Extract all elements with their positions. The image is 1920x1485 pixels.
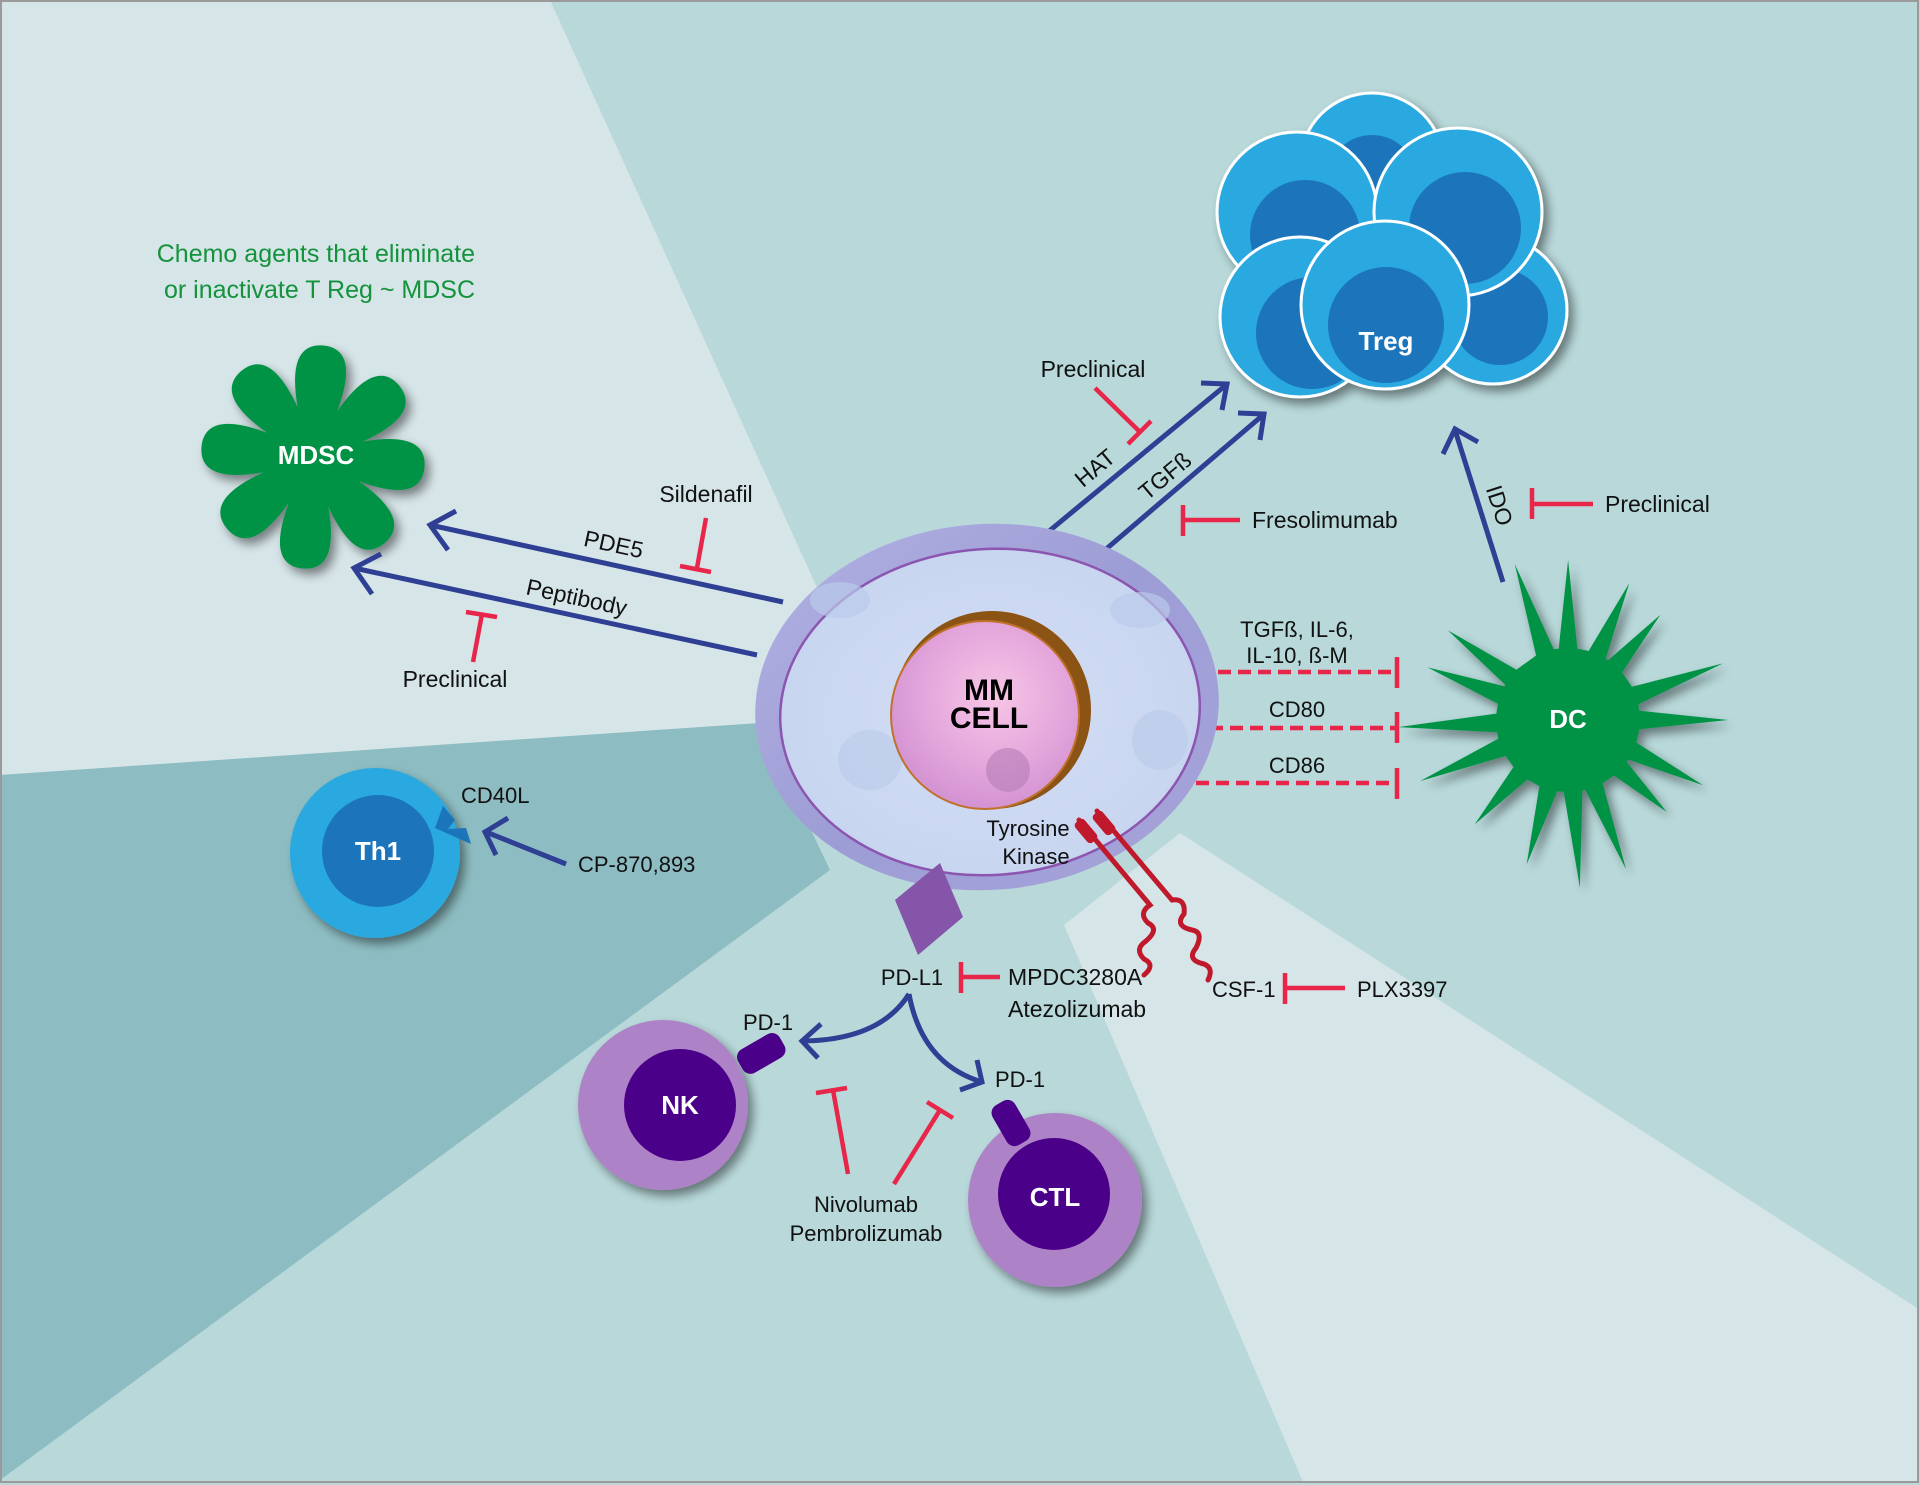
mm-cytoplasm-highlight (1132, 710, 1188, 770)
plx3397-label: PLX3397 (1357, 977, 1448, 1002)
pde5-arrowhead (426, 508, 458, 552)
chemo-note: Chemo agents that eliminate or inactivat… (157, 240, 475, 304)
ctl-nucleus (998, 1138, 1110, 1250)
mm-cell[interactable]: MM CELL (743, 508, 1231, 905)
cp870893-arrow (485, 829, 567, 867)
th1-cell[interactable] (290, 768, 460, 938)
hat-arrow (1046, 383, 1228, 534)
bg-wedge-bottom-right (1064, 833, 1917, 1482)
pdl1-to-nk-arrowhead (798, 1022, 823, 1060)
th1-nucleus (322, 795, 434, 907)
sildenafil-label: Sildenafil (659, 481, 752, 507)
pdl1-to-ctl-arrow (906, 993, 983, 1085)
ido-arrowhead (1440, 425, 1480, 456)
ctl-pd1-label: PD-1 (995, 1067, 1045, 1092)
hat-arrowhead (1200, 380, 1231, 411)
ctl-cell[interactable] (968, 1113, 1142, 1287)
hat-inhibitor-stem (1093, 386, 1142, 434)
pd1-inhibitors: Nivolumab Pembrolizumab (790, 1085, 955, 1246)
bg-wedge-left-dark (0, 723, 830, 1480)
ctl-pd1-receptor-icon (991, 1099, 1031, 1147)
peptibody-arrow (353, 565, 758, 658)
ctl-label: CTL (1030, 1182, 1081, 1212)
tgfb-il6-label-line1: TGFß, IL-6, (1240, 617, 1354, 642)
pdl1-to-ctl-arrowhead (959, 1059, 985, 1093)
bg-wedge-top-left (0, 0, 884, 775)
nk-pd1-label: PD-1 (743, 1010, 793, 1035)
cd40l-receptor-icon (435, 806, 471, 844)
mm-cytoplasm-highlight (1110, 592, 1170, 628)
nivolumab-nk-inhibitor-stem (830, 1089, 851, 1175)
pdl1-ligand-icon (895, 863, 963, 955)
hat-inhibitor-label: Preclinical (1041, 356, 1146, 382)
receptor-cap-1 (1074, 818, 1098, 844)
cd80-label: CD80 (1269, 697, 1325, 722)
mpdc3280a-label: MPDC3280A (1008, 964, 1143, 990)
csf1-label: CSF-1 (1212, 977, 1276, 1002)
mm-cell-label-line1: MM (964, 674, 1014, 707)
mdsc-label: MDSC (278, 440, 355, 470)
hat-inhibitor-bar (1126, 419, 1153, 446)
peptibody-inhibitor-stem (470, 613, 485, 663)
nk-pd1-receptor-icon (737, 1033, 786, 1074)
mm-cell-label-line2: CELL (950, 702, 1028, 735)
mm-cytoplasm-highlight (810, 582, 870, 618)
fresolimumab-label: Fresolimumab (1252, 507, 1398, 533)
pdl1-group: PD-L1 MPDC3280A Atezolizumab (798, 863, 1146, 1093)
pdl1-to-nk-arrow (802, 992, 912, 1044)
tgfb-arrow (1103, 413, 1265, 552)
sildenafil-inhibitor-bar (679, 563, 712, 575)
treg-cluster[interactable] (1215, 91, 1569, 399)
nk-label: NK (661, 1090, 699, 1120)
chemo-note-line1: Chemo agents that eliminate (157, 240, 475, 268)
dc-suppression: TGFß, IL-6, IL-10, ß-M CD80 CD86 (1196, 617, 1400, 799)
cp870893-label: CP-870,893 (578, 852, 695, 877)
tgfb-il6-label-line2: IL-10, ß-M (1246, 643, 1347, 668)
receptor-strand-2 (1094, 808, 1213, 983)
sildenafil-inhibitor-stem (694, 517, 709, 569)
receptor-cap-2 (1092, 810, 1116, 836)
tyrosine-kinase-label-line2: Kinase (1002, 844, 1069, 869)
peptibody-inhibitor-label: Preclinical (403, 666, 508, 692)
cp870893-arrowhead (481, 815, 510, 857)
mdsc-body (201, 345, 425, 569)
peptibody-arrowhead (350, 551, 383, 596)
receptor-strand-1 (1076, 817, 1156, 978)
th1-label: Th1 (355, 836, 401, 866)
treg-cell-front (1299, 219, 1471, 391)
dc-label: DC (1549, 704, 1587, 734)
chemo-note-line2: or inactivate T Reg ~ MDSC (164, 276, 475, 304)
nk-cell[interactable] (578, 1020, 748, 1190)
cd40l-label: CD40L (461, 783, 529, 808)
tgfb-arrowhead (1237, 410, 1267, 441)
mm-cytoplasm-highlight (838, 730, 902, 790)
pdl1-label: PD-L1 (881, 965, 943, 990)
tyrosine-kinase-receptor: Tyrosine Kinase CSF-1 PLX3397 (986, 808, 1448, 1004)
dc-cell[interactable]: DC (1398, 560, 1728, 888)
ido-arrow (1452, 429, 1506, 583)
cd86-label: CD86 (1269, 753, 1325, 778)
pembrolizumab-label: Pembrolizumab (790, 1221, 943, 1246)
nk-nucleus (624, 1049, 736, 1161)
tyrosine-kinase-label-line1: Tyrosine (986, 816, 1069, 841)
mm-nucleus (890, 620, 1080, 810)
nivolumab-ctl-inhibitor-stem (892, 1108, 942, 1186)
ido-inhibitor-label: Preclinical (1605, 491, 1710, 517)
mdsc-cell[interactable]: MDSC (201, 345, 425, 569)
nivolumab-label: Nivolumab (814, 1192, 918, 1217)
pde5-arrow (429, 522, 784, 605)
atezolizumab-label: Atezolizumab (1008, 996, 1146, 1022)
treg-label: Treg (1359, 326, 1414, 356)
mm-nucleolus (986, 748, 1030, 792)
dc-body (1398, 560, 1728, 888)
